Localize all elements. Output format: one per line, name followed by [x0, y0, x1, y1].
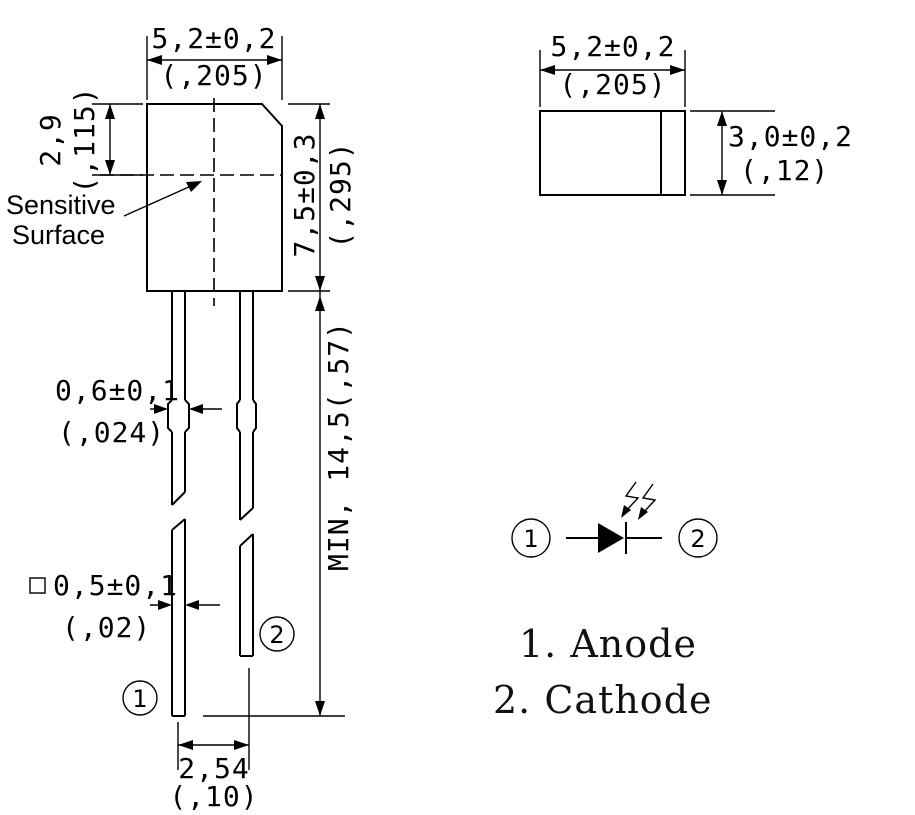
- pin-legend: 1. Anode 2. Cathode: [493, 622, 713, 722]
- lead-square-in: (,02): [62, 611, 151, 644]
- lead-width-mm: 0,6±0,1: [55, 374, 180, 407]
- lead-1: [167, 291, 190, 717]
- legend-anode: 1. Anode: [519, 622, 697, 666]
- body-height-in: (,295): [324, 141, 357, 248]
- sensitive-height-dimension: 2,9 (,115): [34, 86, 143, 194]
- sensitive-height-in: (,115): [68, 86, 101, 193]
- sensitive-label-line2: Surface: [12, 220, 105, 250]
- side-width-in: (,205): [559, 68, 666, 101]
- front-view: 5,2±0,2 (,205) 2,9 (,115) Sensitive Surf…: [6, 22, 357, 813]
- sensitive-surface-callout: Sensitive Surface: [6, 181, 202, 250]
- lead-width-dimension: 0,6±0,1 (,024): [55, 374, 222, 449]
- lead-length-dimension: MIN, 14,5(,57): [203, 291, 355, 717]
- lead-width-in: (,024): [58, 416, 165, 449]
- pin1-marker: 1: [122, 680, 158, 716]
- svg-text:2: 2: [269, 621, 284, 649]
- lead-length-label: MIN, 14,5(,57): [322, 321, 355, 571]
- side-view: 5,2±0,2 (,205) 3,0±0,2 (,12): [539, 30, 853, 196]
- pitch-mm: 2,54: [178, 752, 249, 785]
- package-body: [146, 103, 283, 292]
- lead-square-mm: 0,5±0,1: [53, 569, 178, 602]
- symbol-pin1: 1: [511, 518, 551, 558]
- pitch-in: (,10): [169, 780, 258, 813]
- side-thickness-dimension: 3,0±0,2 (,12): [690, 110, 853, 196]
- body-width-mm: 5,2±0,2: [151, 22, 276, 55]
- svg-text:2: 2: [690, 525, 705, 553]
- symbol-pin2: 2: [678, 518, 718, 558]
- side-thickness-in: (,12): [740, 154, 829, 187]
- light-arrows-icon: [621, 481, 657, 520]
- body-width-in: (,205): [160, 59, 267, 92]
- svg-text:1: 1: [523, 525, 538, 553]
- body-height-mm: 7,5±0,3: [288, 132, 321, 257]
- photodiode-symbol: 1 2: [511, 481, 718, 558]
- body-height-dimension: 7,5±0,3 (,295): [288, 103, 357, 292]
- sensitive-height-mm: 2,9: [34, 113, 67, 167]
- lead-square-dimension: 0,5±0,1 (,02): [29, 569, 220, 644]
- pin2-marker: 2: [259, 616, 295, 652]
- square-section-icon: [29, 577, 46, 594]
- sensitive-label-line1: Sensitive: [6, 190, 116, 220]
- pitch-dimension: 2,54 (,10): [169, 668, 258, 813]
- svg-text:1: 1: [132, 685, 147, 713]
- diode-triangle: [598, 523, 624, 553]
- legend-cathode: 2. Cathode: [493, 678, 713, 722]
- side-body: [539, 110, 686, 196]
- side-thickness-mm: 3,0±0,2: [728, 120, 853, 153]
- body-width-dimension: 5,2±0,2 (,205): [146, 22, 283, 100]
- side-width-dimension: 5,2±0,2 (,205): [539, 30, 686, 107]
- lead-2: [236, 291, 257, 657]
- side-width-mm: 5,2±0,2: [550, 30, 675, 63]
